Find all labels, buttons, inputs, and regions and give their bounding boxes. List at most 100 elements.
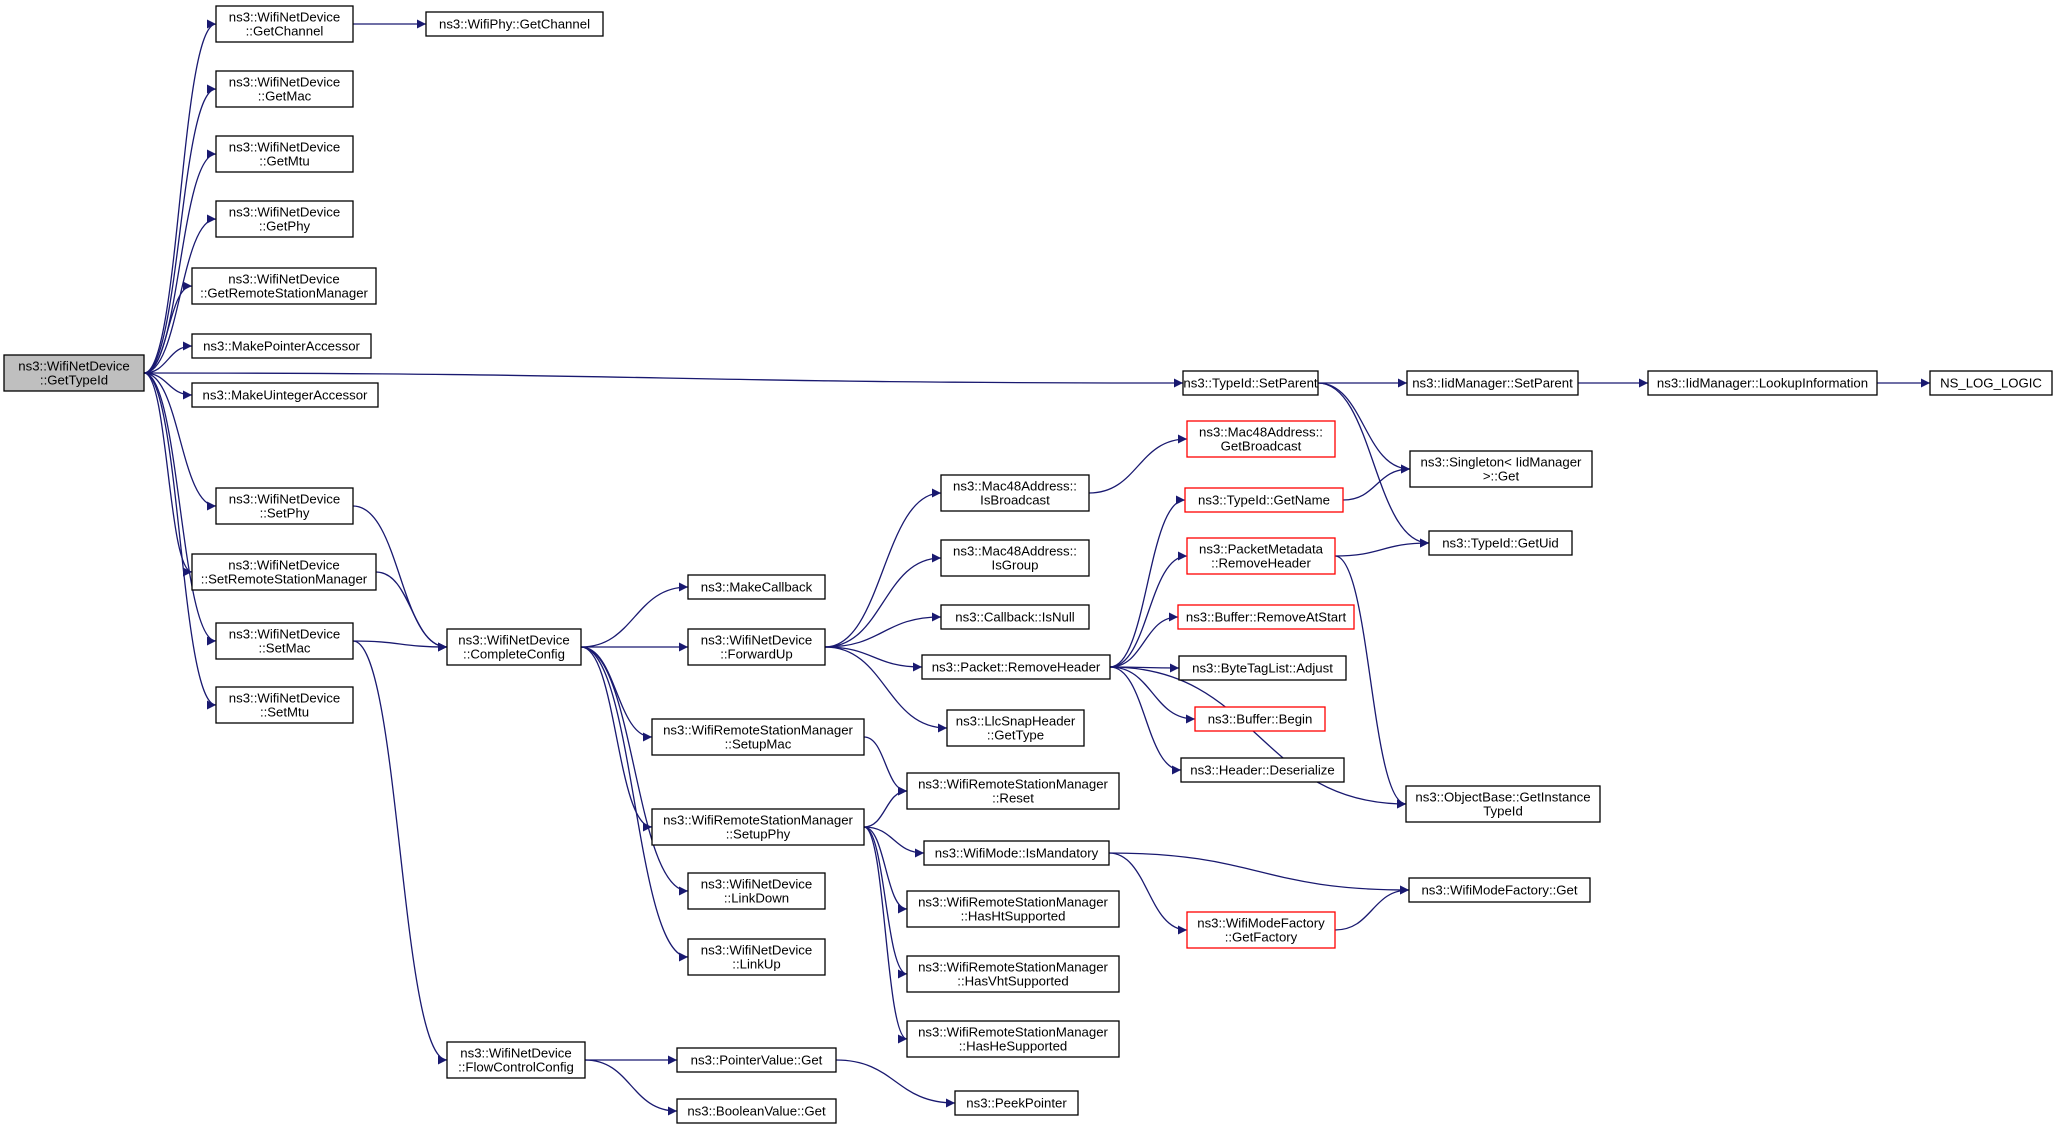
node-getMtu[interactable]: ns3::WifiNetDevice::GetMtu [215, 135, 354, 173]
node-box[interactable] [1178, 655, 1347, 681]
node-bufBegin[interactable]: ns3::Buffer::Begin [1194, 706, 1326, 732]
node-box[interactable] [940, 474, 1090, 512]
node-box[interactable] [1428, 530, 1573, 556]
node-box[interactable] [906, 955, 1120, 993]
node-setupMac[interactable]: ns3::WifiRemoteStationManager::SetupMac [651, 718, 865, 756]
node-box[interactable] [1409, 450, 1593, 488]
node-typeIdGetUid[interactable]: ns3::TypeId::GetUid [1428, 530, 1573, 556]
node-isMandatory[interactable]: ns3::WifiMode::IsMandatory [923, 840, 1110, 866]
node-getChannel[interactable]: ns3::WifiNetDevice::GetChannel [215, 5, 354, 43]
node-bufRemoveAtStart[interactable]: ns3::Buffer::RemoveAtStart [1177, 604, 1355, 630]
node-box[interactable] [1184, 487, 1344, 513]
node-peekPointer[interactable]: ns3::PeekPointer [954, 1090, 1079, 1116]
node-box[interactable] [425, 11, 604, 37]
node-forwardUp[interactable]: ns3::WifiNetDevice::ForwardUp [687, 628, 826, 666]
node-box[interactable] [215, 200, 354, 238]
node-getFactory[interactable]: ns3::WifiModeFactory::GetFactory [1186, 911, 1336, 949]
node-typeIdGetName[interactable]: ns3::TypeId::GetName [1184, 487, 1344, 513]
node-hasVht[interactable]: ns3::WifiRemoteStationManager::HasVhtSup… [906, 955, 1120, 993]
node-pktRemoveHeader[interactable]: ns3::Packet::RemoveHeader [921, 654, 1111, 680]
node-llcGetType[interactable]: ns3::LlcSnapHeader::GetType [946, 709, 1085, 747]
node-box[interactable] [215, 135, 354, 173]
node-cbIsNull[interactable]: ns3::Callback::IsNull [940, 604, 1090, 630]
node-modeFactoryGet[interactable]: ns3::WifiModeFactory::Get [1408, 877, 1591, 903]
node-rsmReset[interactable]: ns3::WifiRemoteStationManager::Reset [906, 772, 1120, 810]
node-btlAdjust[interactable]: ns3::ByteTagList::Adjust [1178, 655, 1347, 681]
node-box[interactable] [215, 622, 354, 660]
node-box[interactable] [687, 872, 826, 910]
node-box[interactable] [1405, 785, 1601, 823]
node-box[interactable] [921, 654, 1111, 680]
node-box[interactable] [3, 354, 145, 392]
node-box[interactable] [946, 709, 1085, 747]
node-hasHe[interactable]: ns3::WifiRemoteStationManager::HasHeSupp… [906, 1020, 1120, 1058]
node-box[interactable] [676, 1098, 837, 1124]
node-box[interactable] [687, 628, 826, 666]
node-box[interactable] [1186, 537, 1336, 575]
node-box[interactable] [906, 772, 1120, 810]
node-getRSM[interactable]: ns3::WifiNetDevice::GetRemoteStationMana… [191, 267, 377, 305]
node-iidLookup[interactable]: ns3::IidManager::LookupInformation [1647, 370, 1878, 396]
node-typeIdSetParent[interactable]: ns3::TypeId::SetParent [1182, 370, 1319, 396]
node-box[interactable] [923, 840, 1110, 866]
node-box[interactable] [940, 539, 1090, 577]
node-linkUp[interactable]: ns3::WifiNetDevice::LinkUp [687, 938, 826, 976]
node-getBroadcast[interactable]: ns3::Mac48Address::GetBroadcast [1186, 420, 1336, 458]
node-box[interactable] [906, 890, 1120, 928]
node-makePtrAcc[interactable]: ns3::MakePointerAccessor [191, 333, 372, 359]
node-phyGetChannel[interactable]: ns3::WifiPhy::GetChannel [425, 11, 604, 37]
node-box[interactable] [687, 938, 826, 976]
node-box[interactable] [191, 553, 377, 591]
node-box[interactable] [651, 808, 865, 846]
node-setupPhy[interactable]: ns3::WifiRemoteStationManager::SetupPhy [651, 808, 865, 846]
node-root[interactable]: ns3::WifiNetDevice::GetTypeId [3, 354, 145, 392]
node-box[interactable] [906, 1020, 1120, 1058]
node-setMac[interactable]: ns3::WifiNetDevice::SetMac [215, 622, 354, 660]
node-box[interactable] [191, 382, 379, 408]
node-linkDown[interactable]: ns3::WifiNetDevice::LinkDown [687, 872, 826, 910]
node-flowControl[interactable]: ns3::WifiNetDevice::FlowControlConfig [446, 1041, 586, 1079]
node-nsLogLogic[interactable]: NS_LOG_LOGIC [1929, 370, 2053, 396]
node-box[interactable] [940, 604, 1090, 630]
node-setPhy[interactable]: ns3::WifiNetDevice::SetPhy [215, 487, 354, 525]
node-box[interactable] [1406, 370, 1579, 396]
node-setMtu[interactable]: ns3::WifiNetDevice::SetMtu [215, 686, 354, 724]
node-box[interactable] [1408, 877, 1591, 903]
node-pmRemoveHeader[interactable]: ns3::PacketMetadata::RemoveHeader [1186, 537, 1336, 575]
node-box[interactable] [676, 1047, 837, 1073]
node-isGroup[interactable]: ns3::Mac48Address::IsGroup [940, 539, 1090, 577]
node-makeUintAcc[interactable]: ns3::MakeUintegerAccessor [191, 382, 379, 408]
node-box[interactable] [215, 686, 354, 724]
node-box[interactable] [651, 718, 865, 756]
node-box[interactable] [446, 628, 582, 666]
node-isBroadcast[interactable]: ns3::Mac48Address::IsBroadcast [940, 474, 1090, 512]
node-box[interactable] [215, 5, 354, 43]
node-ptrValueGet[interactable]: ns3::PointerValue::Get [676, 1047, 837, 1073]
node-iidSetParent[interactable]: ns3::IidManager::SetParent [1406, 370, 1579, 396]
node-box[interactable] [954, 1090, 1079, 1116]
node-getPhy[interactable]: ns3::WifiNetDevice::GetPhy [215, 200, 354, 238]
node-hdrDeserialize[interactable]: ns3::Header::Deserialize [1180, 757, 1345, 783]
node-box[interactable] [687, 574, 826, 600]
node-singletonGet[interactable]: ns3::Singleton< IidManager>::Get [1409, 450, 1593, 488]
node-makeCallback[interactable]: ns3::MakeCallback [687, 574, 826, 600]
node-box[interactable] [1177, 604, 1355, 630]
node-boolValueGet[interactable]: ns3::BooleanValue::Get [676, 1098, 837, 1124]
node-box[interactable] [1194, 706, 1326, 732]
node-box[interactable] [1929, 370, 2053, 396]
node-box[interactable] [1647, 370, 1878, 396]
node-box[interactable] [191, 267, 377, 305]
node-setRSM[interactable]: ns3::WifiNetDevice::SetRemoteStationMana… [191, 553, 377, 591]
node-completeConfig[interactable]: ns3::WifiNetDevice::CompleteConfig [446, 628, 582, 666]
node-getMac[interactable]: ns3::WifiNetDevice::GetMac [215, 70, 354, 108]
node-box[interactable] [215, 487, 354, 525]
node-box[interactable] [1182, 370, 1319, 396]
node-box[interactable] [215, 70, 354, 108]
node-box[interactable] [191, 333, 372, 359]
node-hasHt[interactable]: ns3::WifiRemoteStationManager::HasHtSupp… [906, 890, 1120, 928]
node-box[interactable] [1180, 757, 1345, 783]
node-box[interactable] [446, 1041, 586, 1079]
node-box[interactable] [1186, 911, 1336, 949]
node-box[interactable] [1186, 420, 1336, 458]
